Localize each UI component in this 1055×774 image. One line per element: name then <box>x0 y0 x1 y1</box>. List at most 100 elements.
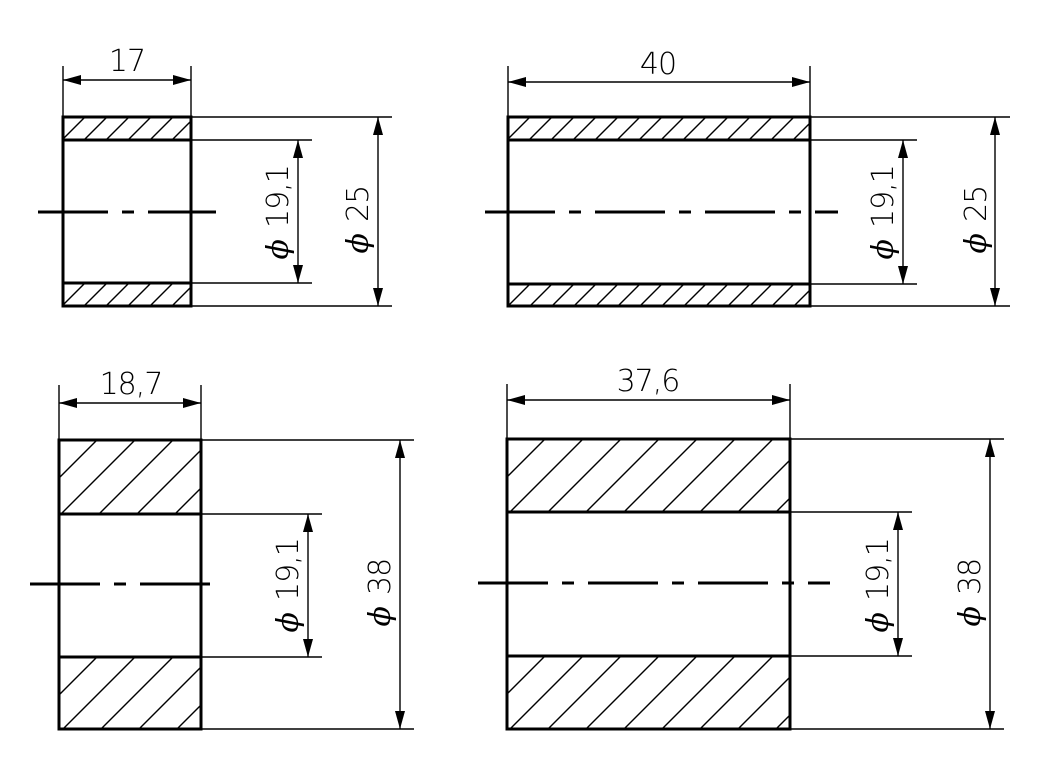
hatch-line <box>176 704 201 729</box>
hatch-line <box>660 117 685 140</box>
hatch-line <box>792 122 810 140</box>
wall-hatch-bottom-4 <box>507 656 790 729</box>
hatch-line <box>699 656 774 729</box>
hatch-line <box>547 656 622 729</box>
outer-diameter-arrow-bottom-3 <box>395 711 405 729</box>
hatch-line <box>251 440 325 514</box>
hatch-line <box>748 117 773 140</box>
hatch-line <box>852 439 925 512</box>
hatch-line <box>127 283 152 306</box>
hatch-line <box>509 656 584 729</box>
inner-diameter-label-4: ϕ 19,1 <box>861 538 896 632</box>
inner-diameter-arrow-bottom-1 <box>293 265 303 283</box>
svg-text:25: 25 <box>341 186 376 222</box>
hatch-line <box>98 440 174 514</box>
hatch-line <box>638 117 663 140</box>
hatch-line <box>775 714 790 729</box>
hatch-line <box>63 117 86 140</box>
inner-diameter-label-2: ϕ 19,1 <box>866 165 901 259</box>
hatch-line <box>814 439 887 512</box>
svg-text:38: 38 <box>953 559 988 595</box>
hatch-line <box>83 283 108 306</box>
hatch-line <box>63 283 64 284</box>
svg-text:ϕ: ϕ <box>363 606 398 626</box>
hatch-line <box>528 117 553 140</box>
wall-hatch-bottom-2 <box>508 284 838 306</box>
svg-text:19,1: 19,1 <box>261 165 296 228</box>
hatch-line <box>816 284 838 306</box>
outer-diameter-label-3: ϕ 38 <box>363 559 398 627</box>
hatch-line <box>215 657 287 729</box>
hatch-line <box>149 283 174 306</box>
hatch-line <box>100 657 174 729</box>
hatch-line <box>661 284 685 306</box>
hatch-line <box>529 284 553 306</box>
hatch-line <box>63 117 64 118</box>
bushing-section-1 <box>38 66 392 308</box>
wall-hatch-top-3 <box>59 440 325 514</box>
wall-hatch-top-2 <box>508 117 810 140</box>
hatch-line <box>127 117 152 140</box>
length-arrow-right-2 <box>792 77 810 87</box>
outer-diameter-arrow-bottom-2 <box>990 288 1000 306</box>
hatch-line <box>171 286 191 306</box>
inner-diameter-arrow-bottom-4 <box>893 638 903 656</box>
length-label-2: 40 <box>640 47 676 82</box>
hatch-line <box>617 284 641 306</box>
hatch-line <box>213 440 287 514</box>
hatch-line <box>639 284 663 306</box>
svg-text:ϕ: ϕ <box>959 233 994 253</box>
hatch-line <box>683 284 707 306</box>
hatch-line <box>594 117 619 140</box>
hatch-line <box>793 289 810 306</box>
hatch-line <box>105 117 130 140</box>
hatch-line <box>136 449 201 514</box>
hatch-line <box>547 439 622 512</box>
outer-diameter-label-4: ϕ 38 <box>953 559 988 627</box>
hatch-line <box>508 284 509 285</box>
svg-text:38: 38 <box>363 559 398 595</box>
hatch-line <box>507 439 508 440</box>
outer-diameter-label-2: ϕ 25 <box>959 186 994 254</box>
outer-diameter-arrow-bottom-1 <box>373 288 383 306</box>
hatch-line <box>508 284 531 306</box>
svg-text:ϕ: ϕ <box>861 612 896 632</box>
length-arrow-left-1 <box>63 75 81 85</box>
hatch-line <box>699 439 774 512</box>
hatch-line <box>59 657 60 658</box>
outer-diameter-label-1: ϕ 25 <box>341 186 376 254</box>
hatch-line <box>775 497 790 512</box>
hatch-line <box>623 439 698 512</box>
hatch-line <box>661 656 736 729</box>
length-label-3: 18,7 <box>100 367 163 402</box>
hatch-line <box>60 440 136 514</box>
length-arrow-right-3 <box>183 398 201 408</box>
wall-hatch-top-4 <box>507 439 925 512</box>
inner-diameter-label-3: ϕ 19,1 <box>271 538 306 632</box>
wall-hatch-bottom-1 <box>63 283 191 306</box>
hatch-line <box>174 487 201 514</box>
hatch-line <box>704 117 729 140</box>
bushing-section-2 <box>485 66 1010 308</box>
hatch-line <box>595 284 619 306</box>
svg-text:ϕ: ϕ <box>341 233 376 253</box>
svg-text:ϕ: ϕ <box>271 612 306 632</box>
wall-hatch-bottom-3 <box>59 657 287 729</box>
hatch-line <box>682 117 707 140</box>
hatch-line <box>727 284 751 306</box>
hatch-line <box>616 117 641 140</box>
hatch-line <box>572 117 597 140</box>
hatch-line <box>726 117 751 140</box>
svg-text:ϕ: ϕ <box>866 239 901 259</box>
inner-diameter-arrow-top-4 <box>893 512 903 530</box>
inner-diameter-arrow-bottom-2 <box>898 266 908 284</box>
wall-hatch-top-1 <box>63 117 191 140</box>
length-arrow-right-4 <box>772 395 790 405</box>
hatch-line <box>507 656 508 657</box>
length-label-1: 17 <box>109 44 145 79</box>
inner-diameter-label-1: ϕ 19,1 <box>261 165 296 259</box>
svg-text:19,1: 19,1 <box>861 538 896 601</box>
inner-diameter-arrow-top-1 <box>293 140 303 158</box>
outer-diameter-arrow-bottom-4 <box>985 711 995 729</box>
